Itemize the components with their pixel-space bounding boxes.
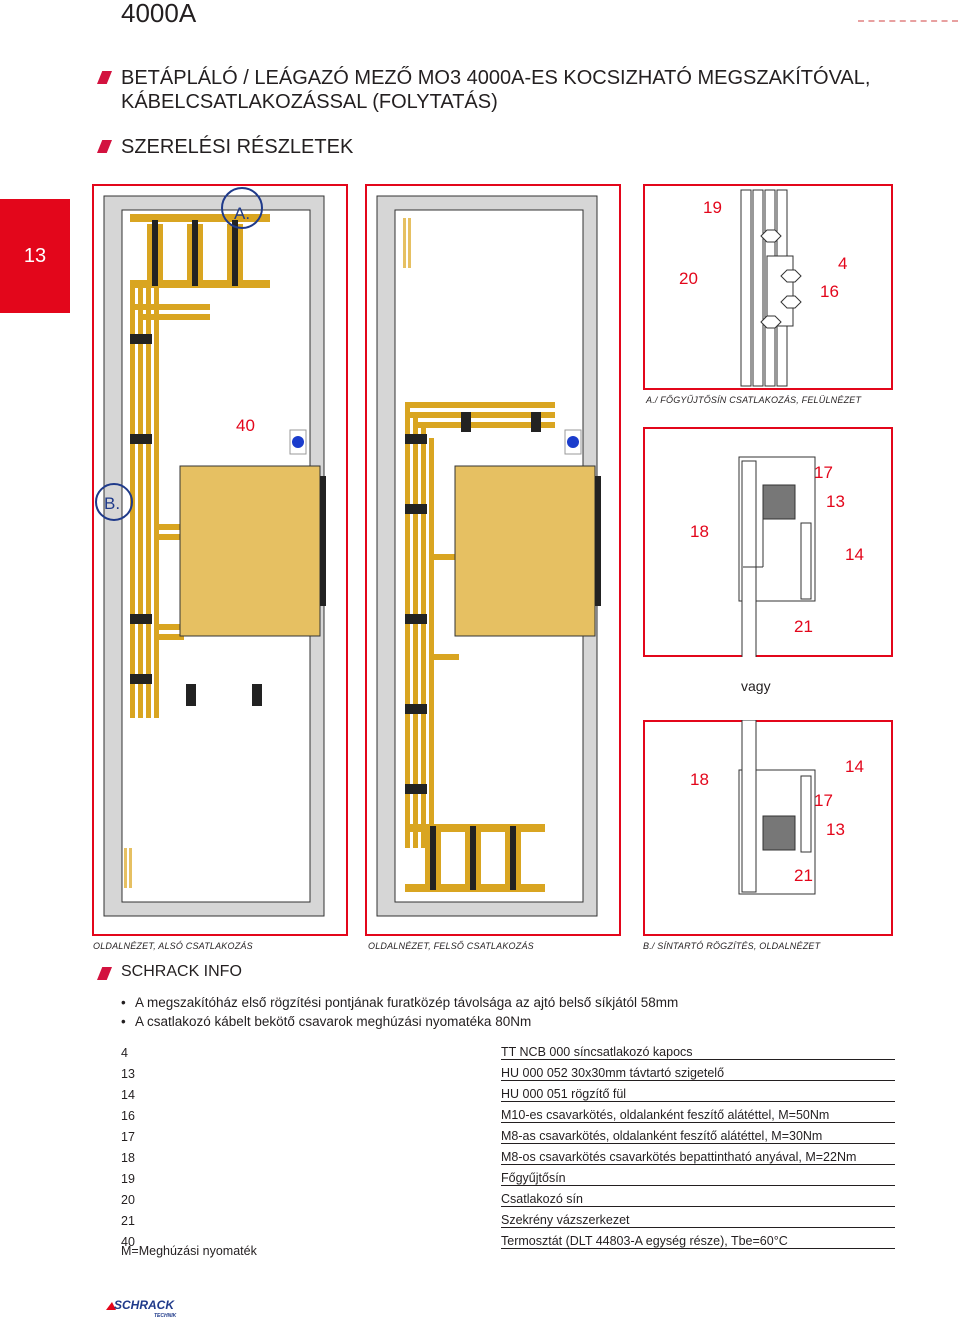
detail-b1-label-21: 21 (794, 617, 813, 636)
legend-num: 14 (121, 1087, 135, 1102)
schrack-logo: SCHRACK TECHNIK (106, 1298, 177, 1319)
thermostat-callout: 40 (236, 416, 255, 435)
detail-a-label-4: 4 (838, 254, 848, 273)
legend-row: 14 HU 000 051 rögzítő fül (121, 1080, 895, 1102)
detail-b2-diagram (643, 720, 893, 936)
main-heading: BETÁPLÁLÓ / LEÁGAZÓ MEZŐ MO3 4000A-ES KO… (121, 66, 870, 114)
main-heading-line2: KÁBELCSATLAKOZÁSSAL (FOLYTATÁS) (121, 91, 498, 113)
chapter-tab: 13 (0, 199, 70, 313)
marker-b-label: B. (104, 494, 121, 513)
detail-a-label-19: 19 (703, 198, 722, 217)
detail-b2-label-14: 14 (845, 757, 864, 776)
info-title: SCHRACK INFO (121, 963, 242, 980)
detail-b1-label-14: 14 (845, 545, 864, 564)
legend-text: TT NCB 000 síncsatlakozó kapocs (501, 1039, 895, 1060)
heading-bullet-icon (97, 71, 112, 84)
legend-text: M8-os csavarkötés csavarkötés bepattinth… (501, 1143, 895, 1165)
legend-num: 18 (121, 1150, 135, 1165)
legend-text: Szekrény vázszerkezet (501, 1206, 895, 1228)
info-list: A megszakítóház első rögzítési pontjának… (121, 993, 678, 1031)
legend-table: 4 TT NCB 000 síncsatlakozó kapocs 13 HU 00… (121, 1039, 895, 1249)
detail-b2-label-13: 13 (826, 820, 845, 839)
middle-diagram-caption: OLDALNÉZET, FELSŐ CSATLAKOZÁS (368, 941, 534, 951)
left-diagram-caption: OLDALNÉZET, ALSÓ CSATLAKOZÁS (93, 941, 253, 951)
legend-text: Termosztát (DLT 44803-A egység része), T… (501, 1227, 895, 1249)
marker-a-label: A. (234, 204, 251, 223)
legend-note: M=Meghúzási nyomaték (121, 1244, 257, 1258)
legend-text: M10-es csavarkötés, oldalanként feszítő … (501, 1101, 895, 1123)
legend-row: 4 TT NCB 000 síncsatlakozó kapocs (121, 1039, 895, 1060)
header-rule (858, 20, 958, 22)
detail-b2-label-18: 18 (690, 770, 709, 789)
middle-cabinet-diagram (365, 184, 621, 936)
legend-row: 13 HU 000 052 30x30mm távtartó szigetelő (121, 1059, 895, 1081)
detail-b1-label-17: 17 (814, 463, 833, 482)
legend-num: 13 (121, 1066, 135, 1081)
legend-num: 20 (121, 1192, 135, 1207)
legend-num: 40 (121, 1234, 135, 1249)
detail-b2-label-17: 17 (814, 791, 833, 810)
legend-row: 19 Főgyűjtősín (121, 1164, 895, 1186)
detail-b-caption: B./ SÍNTARTÓ RÖGZÍTÉS, OLDALNÉZET (643, 941, 821, 951)
main-heading-line1: BETÁPLÁLÓ / LEÁGAZÓ MEZŐ MO3 4000A-ES KO… (121, 67, 871, 89)
legend-num: 16 (121, 1108, 135, 1123)
heading-bullet-icon (97, 140, 112, 153)
legend-row: 20 Csatlakozó sín (121, 1185, 895, 1207)
legend-text: Főgyűjtősín (501, 1164, 895, 1186)
detail-b1-diagram (643, 427, 893, 657)
legend-row: 21 Szekrény vázszerkezet (121, 1206, 895, 1228)
logo-sub-text: TECHNIK (154, 1313, 177, 1319)
detail-b2-label-21: 21 (794, 866, 813, 885)
legend-num: 19 (121, 1171, 135, 1186)
detail-a-label-16: 16 (820, 282, 839, 301)
page-header-title: 4000A (121, 0, 197, 28)
legend-row: 17 M8-as csavarkötés, oldalanként feszítő… (121, 1122, 895, 1144)
legend-row: 18 M8-os csavarkötés csavarkötés bepattin… (121, 1143, 895, 1165)
detail-b1-label-13: 13 (826, 492, 845, 511)
legend-num: 21 (121, 1213, 135, 1228)
logo-brand-text: SCHRACK (114, 1298, 175, 1312)
legend-text: M8-as csavarkötés, oldalanként feszítő a… (501, 1122, 895, 1144)
detail-a-label-20: 20 (679, 269, 698, 288)
left-cabinet-diagram (92, 184, 348, 936)
or-text: vagy (741, 678, 771, 694)
sub-heading: SZERELÉSI RÉSZLETEK (121, 136, 354, 158)
detail-a-diagram (643, 184, 893, 390)
legend-num: 4 (121, 1045, 128, 1060)
legend-num: 17 (121, 1129, 135, 1144)
info-bullet-icon (97, 967, 112, 980)
legend-text: Csatlakozó sín (501, 1185, 895, 1207)
legend-text: HU 000 051 rögzítő fül (501, 1080, 895, 1102)
legend-row: 16 M10-es csavarkötés, oldalanként feszít… (121, 1101, 895, 1123)
detail-b1-label-18: 18 (690, 522, 709, 541)
legend-row: 40 Termosztát (DLT 44803-A egység része),… (121, 1227, 895, 1249)
info-item: A csatlakozó kábelt bekötő csavarok megh… (121, 1012, 678, 1031)
detail-a-caption: A./ FŐGYŰJTŐSÍN CSATLAKOZÁS, FELÜLNÉZET (646, 395, 862, 405)
info-item: A megszakítóház első rögzítési pontjának… (121, 993, 678, 1012)
legend-text: HU 000 052 30x30mm távtartó szigetelő (501, 1059, 895, 1081)
